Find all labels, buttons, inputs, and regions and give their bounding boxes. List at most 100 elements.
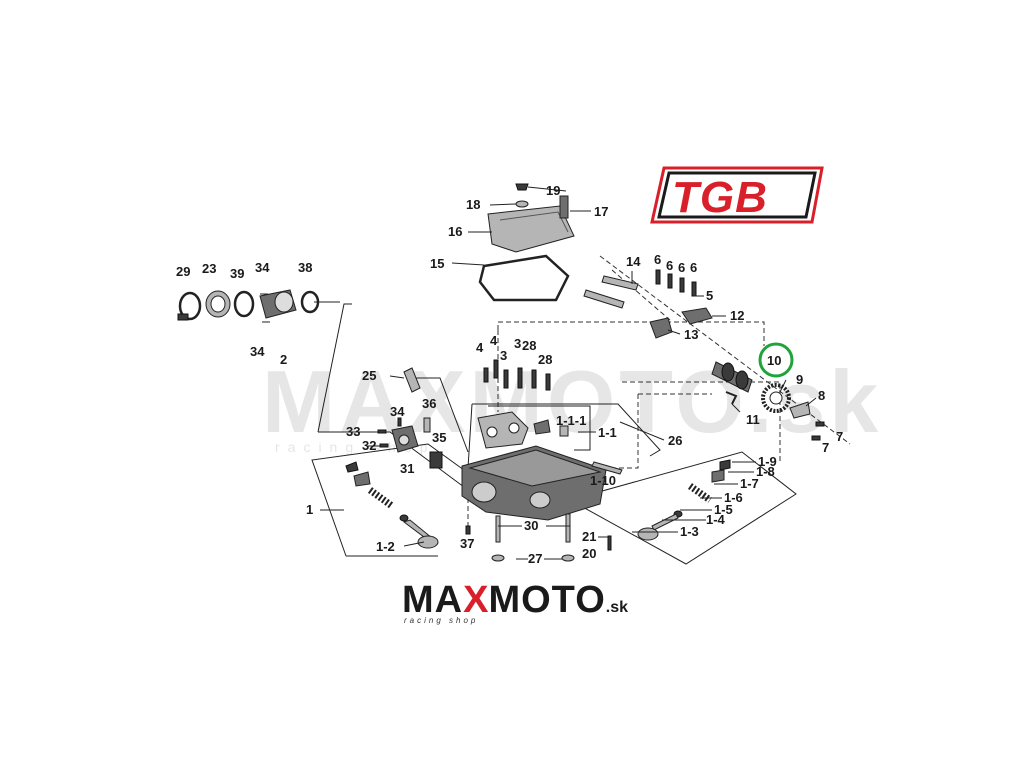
part-label-2: 2: [280, 352, 287, 367]
camshaft-holder-bore-1: [486, 426, 498, 438]
thermostat-port: [398, 434, 410, 446]
part-label-1-5: 1-5: [714, 502, 733, 517]
leader-18: [489, 203, 517, 206]
housing-bolt-33: [377, 429, 387, 434]
valve-spring-left: [367, 487, 395, 509]
part-label-15: 15: [430, 256, 444, 271]
clamp-screw: [177, 313, 189, 321]
head-bolts: [483, 359, 551, 391]
leader-15: [451, 262, 485, 266]
valve-keeper-right: [719, 459, 731, 471]
part-label-34c: 34: [390, 404, 405, 419]
cam-holder-inner-frame: [488, 405, 591, 451]
part-label-38: 38: [298, 260, 312, 275]
maxmoto-logo-moto: MOTO: [488, 579, 605, 621]
part-label-8: 8: [818, 388, 825, 403]
camshaft-holder: [477, 411, 529, 449]
part-label-29: 29: [176, 264, 190, 279]
part-label-4a: 4: [476, 340, 484, 355]
part-label-27: 27: [528, 551, 542, 566]
cam-holder-frame-left: [467, 403, 473, 469]
maxmoto-logo-tagline: racing shop: [404, 616, 478, 625]
part-label-14: 14: [626, 254, 641, 269]
rocker-camshaft-parts: 10: [583, 269, 825, 441]
bottom-parts: [465, 513, 612, 562]
bolt-4b: [493, 359, 499, 379]
part-label-23: 23: [202, 261, 216, 276]
part-label-28b: 28: [538, 352, 552, 367]
valve-retainer-left: [353, 471, 371, 487]
nut-27-left: [491, 554, 505, 562]
cylinder-head: [461, 411, 623, 521]
valve-train-right: [637, 459, 731, 541]
leader-lines: [314, 186, 817, 560]
part-label-26: 26: [668, 433, 682, 448]
leader-25: [389, 375, 405, 379]
dowel-clip: [725, 391, 738, 405]
cylinder-head-top: [468, 449, 602, 487]
maxmoto-logo-text: MAXMOTO.sk: [402, 579, 628, 621]
bolt-37: [465, 525, 471, 535]
cam-sprocket-hub: [769, 391, 783, 405]
part-label-1-9: 1-9: [758, 454, 777, 469]
part-label-35: 35: [432, 430, 446, 445]
maxmoto-logo: MAXMOTO.sk racing shop: [402, 579, 628, 625]
part-label-1: 1: [306, 502, 313, 517]
part-label-4b: 4: [490, 333, 498, 348]
highlight-ring-10: [758, 342, 794, 378]
part-labels: 19 18 17 16 15 14 6 6 6 6 5 12 13 9 8 7 …: [176, 183, 843, 566]
leader-11: [731, 403, 741, 413]
part-label-3b: 3: [514, 336, 521, 351]
rocker-axis-line: [611, 269, 671, 321]
valve-head-left: [417, 535, 439, 549]
part-label-3a: 3: [500, 348, 507, 363]
part-label-34b: 34: [250, 344, 265, 359]
bolt-group-box: [497, 321, 765, 346]
cam-sprocket: [761, 383, 791, 413]
part-label-28a: 28: [522, 338, 536, 353]
intake-parts: [177, 289, 320, 323]
rocker-shaft-lower: [583, 289, 625, 309]
part-label-12: 12: [730, 308, 744, 323]
tgb-logo-inner-frame: [657, 171, 817, 219]
part-label-10: 10: [767, 353, 781, 368]
part-label-6d: 6: [690, 260, 697, 275]
part-label-5: 5: [706, 288, 713, 303]
leader-19: [527, 186, 567, 192]
leader-1-2: [403, 541, 425, 547]
part-label-1-7: 1-7: [740, 476, 759, 491]
intake-manifold-bore: [274, 291, 294, 313]
intake-o-ring: [233, 290, 255, 318]
part-label-13: 13: [684, 327, 698, 342]
bolt-3b: [517, 367, 523, 389]
adjuster-screw-2: [667, 273, 673, 289]
part-label-1-3: 1-3: [680, 524, 699, 539]
part-label-7a: 7: [836, 429, 843, 444]
part-label-6c: 6: [678, 260, 685, 275]
part-label-34a: 34: [255, 260, 270, 275]
part-label-31: 31: [400, 461, 414, 476]
combustion-port: [529, 491, 551, 509]
valve-cover-group: [478, 183, 575, 302]
part-label-30: 30: [524, 518, 538, 533]
adjuster-screw-4: [691, 281, 697, 297]
adjuster-screw-3: [679, 277, 685, 293]
cover-washer: [515, 200, 529, 208]
bolt-4a: [483, 367, 489, 383]
intake-clamp: [178, 291, 202, 321]
part-label-36: 36: [422, 396, 436, 411]
valve-seal-left: [399, 514, 409, 522]
housing-bolt-32: [379, 443, 389, 448]
part-label-1-6: 1-6: [724, 490, 743, 505]
part-label-1-4: 1-4: [706, 512, 726, 527]
leader-13: [667, 329, 681, 335]
intake-group-line: [317, 303, 352, 433]
maxmoto-logo-ma: MA: [402, 579, 463, 621]
tgb-logo-text: TGB: [672, 173, 768, 222]
head-stud: [591, 461, 623, 475]
part-label-16: 16: [448, 224, 462, 239]
spark-plug: [403, 367, 421, 393]
bolt-3a: [503, 369, 509, 389]
part-label-11: 11: [746, 412, 760, 427]
